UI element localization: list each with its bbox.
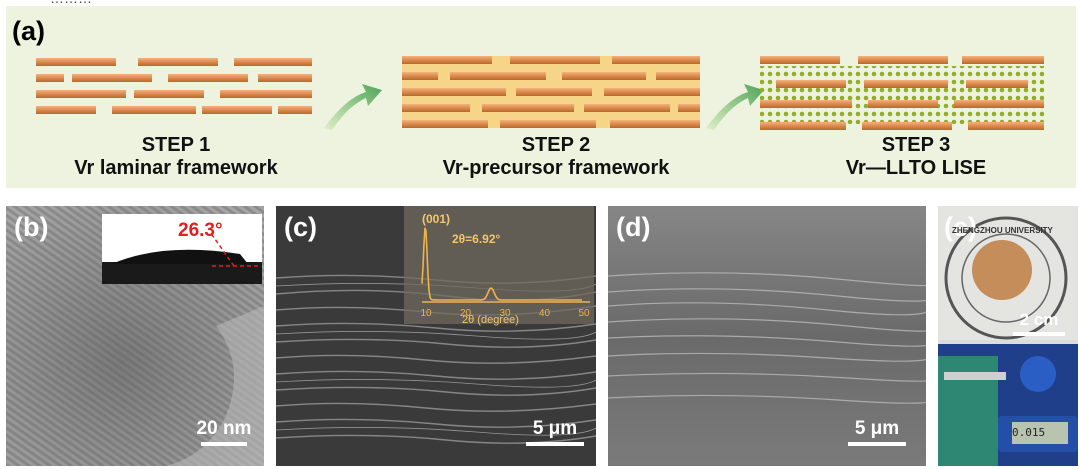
process-arrow-1 <box>324 84 382 130</box>
panel-e-scale-line <box>1013 332 1065 336</box>
electrolyte-membrane-disc <box>972 240 1032 300</box>
xrd-pattern-line <box>421 227 582 301</box>
panel-d-sem-image: (d) 5 μm <box>608 206 926 466</box>
xrd-xlabel: 2θ (degree) <box>462 314 519 326</box>
xrd-tick-label: 30 <box>499 308 511 319</box>
panel-a-schematic: (a) <box>6 6 1076 188</box>
panel-b-scale-bar: 20 nm <box>188 418 260 446</box>
panel-b-scale-line <box>201 442 247 446</box>
contact-angle-value: 26.3° <box>178 220 223 241</box>
step2-precursor-framework <box>402 56 700 128</box>
xrd-tick-label: 50 <box>578 308 590 319</box>
step1-title: STEP 1 <box>141 134 211 156</box>
panel-c-scale-text: 5 μm <box>532 418 578 439</box>
panel-e-scale-text: 2 cm <box>1019 310 1059 329</box>
panel-e-scale-bar: 2 cm <box>1008 310 1070 336</box>
sem-layered-texture-d <box>608 206 926 466</box>
contact-angle-inset <box>102 214 262 284</box>
xrd-inset-plot: 10 20 30 40 50 <box>404 206 594 324</box>
step2-caption: STEP 2 Vr-precursor framework <box>411 134 701 180</box>
panel-e-label: (e) <box>944 212 977 242</box>
xrd-peak-annotation: 2θ=6.92° <box>452 232 501 246</box>
panel-b-tem-image: (b) 26.3° 20 nm <box>6 206 264 466</box>
synthesis-schematic <box>36 56 1044 130</box>
micrometer-reading: 0.015 <box>1012 426 1046 439</box>
step3-caption: STEP 3 Vr—LLTO LISE <box>816 134 1016 180</box>
panel-c-scale-bar: 5 μm <box>520 418 590 446</box>
panel-e-photo-art <box>938 206 1078 466</box>
step3-vr-llto-lise <box>760 56 1044 130</box>
step1-laminar-framework <box>36 58 312 114</box>
panel-b-label: (b) <box>14 212 49 242</box>
step1-caption: STEP 1 Vr laminar framework <box>66 134 286 180</box>
step3-name: Vr—LLTO LISE <box>845 157 987 179</box>
cropped-caption-strip: ……… <box>0 0 1080 8</box>
panel-d-scale-line <box>848 442 906 446</box>
panel-c-scale-line <box>526 442 584 446</box>
step3-title: STEP 3 <box>881 134 951 156</box>
panel-b-scale-text: 20 nm <box>196 418 252 439</box>
xrd-tick-label: 40 <box>539 308 551 319</box>
xrd-peak-label: (001) <box>422 212 451 226</box>
university-logo-text: ZHENGZHOU UNIVERSITY <box>952 226 1053 235</box>
panel-c-sem-image: (c) 10 20 30 40 50 (001) 2θ=6.92° 2θ (degree… <box>276 206 596 466</box>
process-arrow-2 <box>706 84 764 130</box>
panel-d-scale-bar: 5 μm <box>842 418 912 446</box>
panel-e-photos: (e) ZHENGZHOU UNIVERSITY 0.015 2 cm <box>938 206 1078 466</box>
panel-d-scale-text: 5 μm <box>854 418 900 439</box>
panel-a-label: (a) <box>12 16 45 46</box>
step2-name: Vr-precursor framework <box>442 157 670 179</box>
panel-d-label: (d) <box>616 212 651 242</box>
step2-title: STEP 2 <box>521 134 591 156</box>
xrd-tick-label: 10 <box>420 308 432 319</box>
panel-c-label: (c) <box>284 212 317 242</box>
xrd-tick-label: 20 <box>460 308 472 319</box>
university-seal <box>944 216 1068 340</box>
step1-name: Vr laminar framework <box>74 157 278 179</box>
